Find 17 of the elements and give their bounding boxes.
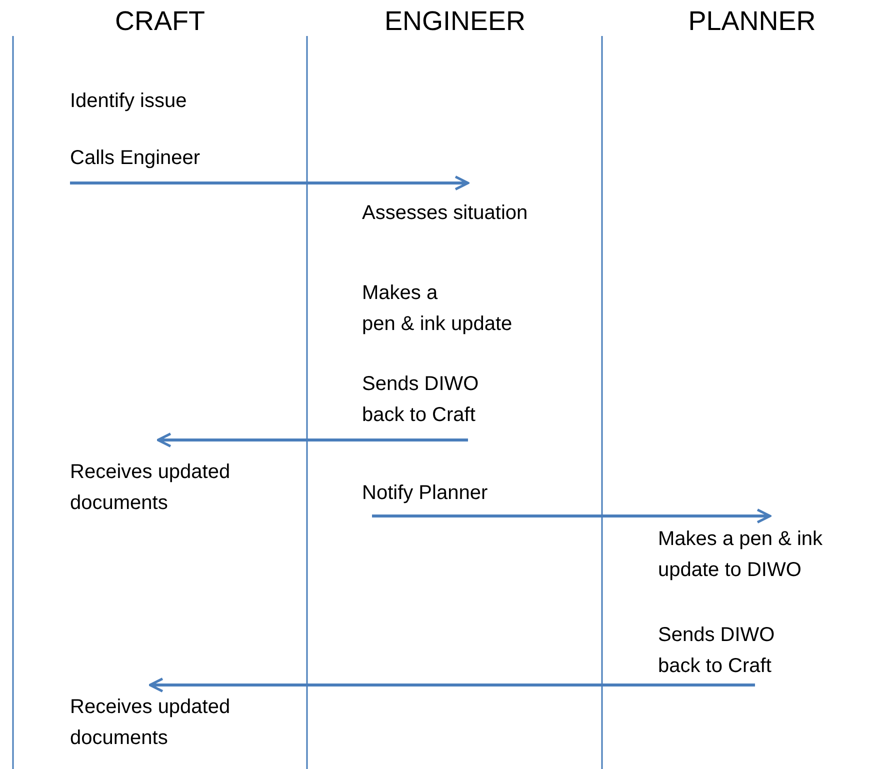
arrow (70, 176, 470, 190)
step-text: Sends DIWO back to Craft (658, 623, 775, 679)
step-text: Assesses situation (362, 201, 528, 226)
step-text: Sends DIWO back to Craft (362, 372, 479, 428)
step-text: Makes a pen & ink update to DIWO (658, 527, 823, 583)
lane-heading: ENGINEER (384, 6, 526, 37)
arrow (148, 678, 755, 692)
arrow (156, 432, 468, 448)
arrow (372, 508, 772, 524)
step-text: Receives updated documents (70, 695, 230, 751)
step-text: Calls Engineer (70, 146, 200, 171)
step-text: Makes a pen & ink update (362, 281, 512, 337)
step-text: Identify issue (70, 89, 187, 114)
step-text: Receives updated documents (70, 460, 230, 516)
step-text: Notify Planner (362, 481, 488, 506)
lane-heading: CRAFT (115, 6, 205, 37)
lane-heading: PLANNER (688, 6, 816, 37)
